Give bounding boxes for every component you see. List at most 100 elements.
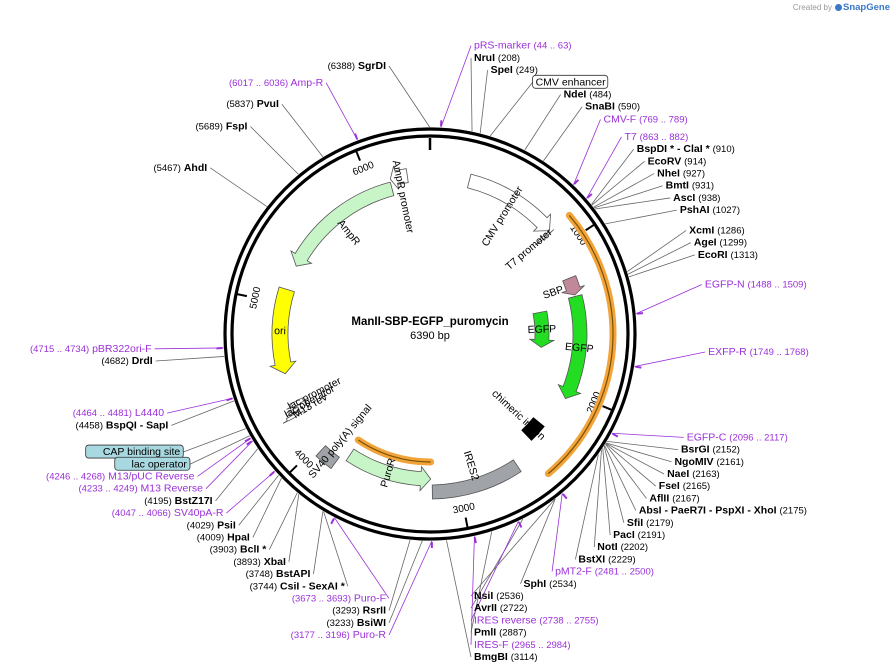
leader-paci [602, 448, 611, 536]
label-name: pMT2-F [555, 566, 592, 578]
label-name: SpeI [491, 64, 513, 76]
feature-ori [268, 286, 297, 375]
label-text: (4682) DrdI [101, 355, 152, 367]
label-agei: AgeI (1299) [694, 237, 747, 249]
label-text: NdeI (484) [564, 89, 612, 101]
label-egfp-n: EGFP-N (1488 .. 1509) [705, 278, 807, 290]
label-bspqi-sapi: (4458) BspQI - SapI [76, 419, 169, 431]
label-ngomiv: NgoMIV (2161) [674, 456, 743, 468]
label-csii-sexai: (3744) CsiI - SexAI * [250, 580, 346, 592]
label-name: pBR322ori-F [92, 343, 152, 355]
label-text: IRES-F (2965 .. 2984) [474, 639, 571, 651]
label-text: (5689) FspI [195, 120, 247, 132]
plasmid-size: 6390 bp [410, 330, 450, 342]
label-position: (2161) [716, 457, 743, 468]
label-name: PsiI [217, 519, 236, 531]
site-labels: pRS-marker (44 .. 63)NruI (208)SpeI (249… [30, 40, 809, 663]
primer-marker [354, 133, 359, 140]
feature-cmv-promoter [466, 173, 552, 232]
label-name: SV40pA-R [174, 507, 224, 519]
leader-sgrdi [388, 65, 430, 128]
backbone [223, 127, 637, 541]
label-sphi: SphI (2534) [523, 578, 576, 590]
label-position: (1286) [717, 225, 744, 236]
label-bcli: (3903) BclI * [210, 544, 268, 556]
label-name: BsiWI [357, 617, 386, 629]
label-ndei: NdeI (484) [564, 89, 612, 101]
label-t7: T7 (863 .. 882) [624, 131, 688, 143]
label-text: (3673 .. 3693) Puro-F [292, 592, 386, 604]
leader-asci [594, 197, 671, 210]
label-position: (5467) [153, 163, 180, 174]
label-position: (4715 .. 4734) [30, 344, 89, 355]
leader-lines [154, 45, 706, 658]
leader-ecorv [591, 161, 645, 206]
plasmid-name: ManII-SBP-EGFP_puromycin [351, 316, 508, 328]
label-avrii: AvrII (2722) [474, 602, 527, 614]
label-position: (910) [713, 144, 735, 155]
label-cap-binding-site: CAP binding site [85, 444, 184, 459]
label-text: SfiI (2179) [627, 517, 674, 529]
label-position: (590) [618, 102, 640, 113]
label-name: Puro-R [353, 629, 387, 641]
label-absi-paer7i-pspxi-xhoi: AbsI - PaeR7I - PspXI - XhoI (2175) [639, 505, 807, 517]
label-name: PmlI [474, 627, 496, 639]
leader-puro-f [334, 517, 390, 599]
primer-marker [636, 312, 644, 315]
label-text: (4029) PsiI [187, 519, 236, 531]
label-fspi: (5689) FspI [195, 120, 247, 132]
label-name: Puro-F [354, 592, 386, 604]
label-name: HpaI [227, 531, 250, 543]
label-position: (769 .. 789) [639, 114, 688, 125]
label-asci: AscI (938) [673, 192, 720, 204]
label-position: (2175) [779, 506, 806, 517]
label-name: IRES-F [474, 639, 508, 651]
label-xbai: (3893) XbaI [233, 556, 286, 568]
label-pbr322ori-f: (4715 .. 4734) pBR322ori-F [30, 343, 152, 355]
leader-m13-reverse [205, 440, 253, 489]
tick-label: 5000 [248, 286, 263, 310]
snapgene-logo-icon [835, 4, 842, 11]
label-name: pRS-marker [474, 40, 531, 52]
label-position: (249) [516, 65, 538, 76]
label-position: (1313) [731, 250, 758, 261]
label-name: M13/pUC Reverse [108, 470, 195, 482]
label-text: (5467) AhdI [153, 162, 207, 174]
label-text: (5837) PvuI [226, 98, 279, 110]
leader-ires-f [470, 536, 475, 645]
label-text: AscI (938) [673, 192, 720, 204]
feature-ampr [290, 181, 395, 267]
feature-t7-promoter [535, 229, 555, 246]
label-rsrii: (3293) RsrII [332, 605, 386, 617]
label-position: (2165) [683, 481, 710, 492]
label-position: (3233) [326, 618, 353, 629]
leader-cmv-enhancer [489, 82, 533, 137]
label-egfp-c: EGFP-C (2096 .. 2117) [687, 431, 788, 443]
label-position: (4047 .. 4066) [112, 508, 171, 519]
label-position: (3744) [250, 581, 277, 592]
leader-sfii [603, 445, 625, 523]
label-text: AgeI (1299) [694, 237, 747, 249]
label-name: T7 [624, 131, 636, 143]
feature-egfp-label: EGFP [565, 341, 595, 356]
label-text: FseI (2165) [659, 480, 710, 492]
label-box [114, 456, 191, 471]
tick-mark [585, 223, 595, 232]
label-position: (5837) [226, 99, 253, 110]
leader-l4440 [166, 397, 234, 414]
label-text: CAP binding site [103, 446, 181, 458]
label-text: EXFP-R (1749 .. 1768) [708, 346, 809, 358]
label-text: (3233) BsiWI [326, 617, 386, 629]
label-name: BclI * [240, 544, 267, 556]
label-position: (3903) [210, 545, 237, 556]
label-name: BspDI * - ClaI * [637, 143, 711, 155]
label-name: L4440 [135, 407, 164, 419]
label-name: EXFP-R [708, 346, 747, 358]
leader-fsei [605, 443, 657, 487]
feature-t7-promoter-label: T7 promoter [503, 226, 555, 272]
site-markers [216, 120, 644, 549]
label-text: NheI (927) [657, 168, 705, 180]
feature-ires2 [431, 459, 522, 500]
label-m13-puc-reverse: (4246 .. 4268) M13/pUC Reverse [46, 470, 195, 482]
label-position: (1299) [720, 238, 747, 249]
